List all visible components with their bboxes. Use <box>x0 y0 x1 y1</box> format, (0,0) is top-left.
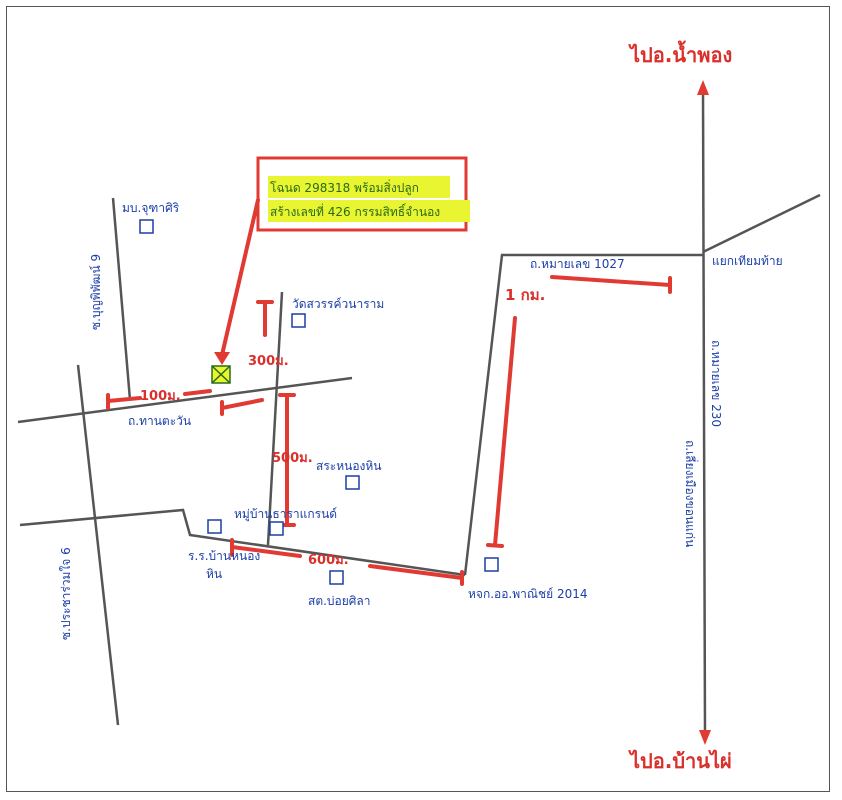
road-soi-left <box>111 197 132 401</box>
landmark-icon <box>139 219 154 234</box>
label-tara-grand: หมู่บ้านธาราแกรนด์ <box>234 507 337 522</box>
label-juthasiri: มบ.จุฑาศิริ <box>122 201 180 216</box>
highlight-2 <box>268 200 470 222</box>
label-road-1027: ถ.หมายเลข 1027 <box>530 257 625 271</box>
dist-500: 500ม. <box>272 451 313 466</box>
label-wat: วัดสวรรค์วนาราม <box>292 297 384 311</box>
direction-north: ไปอ.น้ำพอง <box>628 40 732 67</box>
road-230 <box>701 89 707 736</box>
roads <box>17 89 821 736</box>
title-line2: สร้างเลขที่ 426 กรรมสิทธิ์จำนอง <box>270 203 440 219</box>
road-lower <box>19 508 466 577</box>
direction-south: ไปอ.บ้านไผ่ <box>628 749 732 773</box>
road-northeast <box>702 193 821 254</box>
title-line1: โฉนด 298318 พร้อมสิ่งปลูก <box>270 179 419 196</box>
label-pond: สระหนองหิน <box>316 459 382 473</box>
dist-300: 300ม. <box>248 354 289 369</box>
highlight-1 <box>268 176 450 198</box>
label-school-2: หิน <box>206 567 222 581</box>
label-road-230: ถ.หมายเลข 230 <box>709 340 723 427</box>
landmark-icon <box>291 313 306 328</box>
label-bypass: ถ.เลี่ยงเมืองขอนแก่น <box>683 440 699 547</box>
label-health-center: สต.บ่อยศิลา <box>308 594 371 608</box>
landmark-icon <box>484 557 499 572</box>
landmark-icon <box>269 521 284 536</box>
pointer-arrow <box>220 198 260 357</box>
label-soi-lower: ซ.ประชาร่วมใจ 6 <box>59 547 73 640</box>
dist-600: 600ม. <box>308 553 349 568</box>
label-partnership: หจก.ออ.พาณิชย์ 2014 <box>468 587 588 601</box>
pointer-arrowhead-icon <box>214 352 230 365</box>
label-junction: แยกเทียมท้าย <box>712 254 783 268</box>
label-tantawan-road: ถ.ทานตะวัน <box>128 414 191 428</box>
road-1027 <box>463 253 703 576</box>
dist-100: 100ม. <box>140 389 181 404</box>
landmark-icon <box>329 570 344 585</box>
label-school: ร.ร.บ้านหนอง <box>188 549 260 563</box>
property-marker-cross <box>211 365 231 384</box>
label-soi-left: ซ.บุญพิพัฒน์ 9 <box>89 254 104 330</box>
landmark-icon <box>207 519 222 534</box>
road-soi-lower <box>76 364 120 726</box>
map-frame <box>6 6 830 792</box>
dist-1km: 1 กม. <box>505 286 545 304</box>
distance-markers <box>106 275 672 586</box>
arrow-south-icon <box>699 730 711 745</box>
landmark-icon <box>345 475 360 490</box>
arrow-north-icon <box>697 80 709 95</box>
title-box <box>256 156 468 232</box>
road-tara <box>266 291 284 546</box>
road-tantawan <box>17 376 353 424</box>
